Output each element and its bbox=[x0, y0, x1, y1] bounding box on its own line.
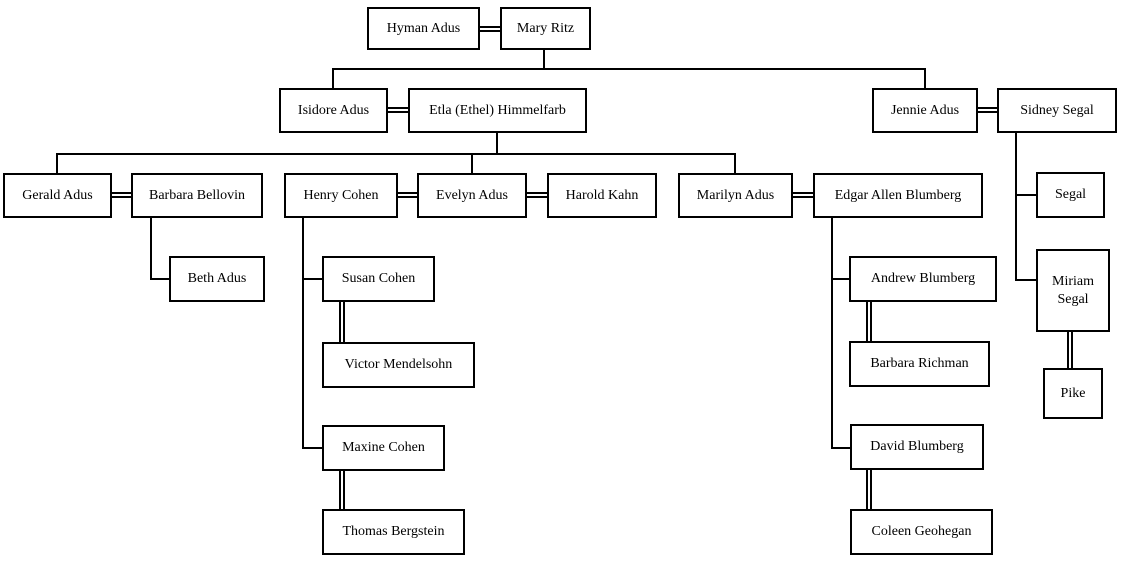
person-box-victor-mendelsohn: Victor Mendelsohn bbox=[322, 342, 475, 388]
marriage-link-david-blumberg-coleen-geohegan bbox=[866, 470, 872, 509]
person-name: Marilyn Adus bbox=[696, 187, 775, 203]
person-box-marilyn-adus: Marilyn Adus bbox=[678, 173, 793, 218]
person-name: Segal bbox=[1054, 187, 1087, 203]
person-box-thomas-bergstein: Thomas Bergstein bbox=[322, 509, 465, 555]
descent-line-drop-to-evelyn bbox=[471, 153, 473, 173]
person-name: Isidore Adus bbox=[297, 102, 370, 118]
person-name: Evelyn Adus bbox=[436, 187, 508, 203]
person-box-segal: Segal bbox=[1036, 172, 1105, 218]
descent-line-drop-to-marilyn bbox=[734, 153, 736, 173]
person-box-harold-kahn: Harold Kahn bbox=[547, 173, 657, 218]
person-box-beth-adus: Beth Adus bbox=[169, 256, 265, 302]
descent-line-stub-to-susan bbox=[302, 278, 322, 280]
person-name: Pike bbox=[1060, 385, 1086, 401]
person-name: Thomas Bergstein bbox=[342, 524, 445, 540]
person-box-edgar-blumberg: Edgar Allen Blumberg bbox=[813, 173, 983, 218]
person-box-coleen-geohegan: Coleen Geohegan bbox=[850, 509, 993, 555]
descent-line-henry-child-stem bbox=[302, 218, 304, 449]
person-name: Miriam Segal bbox=[1052, 274, 1094, 307]
person-box-hyman-adus: Hyman Adus bbox=[367, 7, 480, 50]
person-box-pike: Pike bbox=[1043, 368, 1103, 419]
marriage-link-jennie-adus-sidney-segal bbox=[978, 107, 997, 113]
person-name: Barbara Bellovin bbox=[148, 187, 246, 203]
descent-line-drop-to-gerald bbox=[56, 153, 58, 173]
descent-line-stub-to-miriam bbox=[1015, 279, 1036, 281]
descent-line-edgar-child-stem bbox=[831, 218, 833, 449]
person-name: Barbara Richman bbox=[870, 356, 969, 372]
person-name: Maxine Cohen bbox=[342, 440, 425, 456]
marriage-link-gerald-adus-barbara bbox=[112, 192, 131, 198]
descent-line-stub-to-david bbox=[831, 447, 850, 449]
person-box-sidney-segal: Sidney Segal bbox=[997, 88, 1117, 133]
person-name: Jennie Adus bbox=[890, 102, 960, 118]
person-name: Sidney Segal bbox=[1020, 102, 1094, 118]
person-name: Victor Mendelsohn bbox=[344, 357, 453, 373]
descent-line-stub-to-maxine bbox=[302, 447, 322, 449]
descent-line-drop-to-jennie bbox=[924, 68, 926, 88]
marriage-link-susan-cohen-victor-mendelsohn bbox=[339, 302, 345, 342]
marriage-link-isidore-adus-etla bbox=[388, 107, 408, 113]
person-name: Edgar Allen Blumberg bbox=[834, 187, 962, 203]
person-box-evelyn-adus: Evelyn Adus bbox=[417, 173, 527, 218]
person-name: Susan Cohen bbox=[341, 271, 416, 287]
person-box-henry-cohen: Henry Cohen bbox=[284, 173, 398, 218]
person-name: Andrew Blumberg bbox=[870, 271, 976, 287]
person-box-andrew-blumberg: Andrew Blumberg bbox=[849, 256, 997, 302]
descent-line-stub-to-beth bbox=[150, 278, 169, 280]
descent-line-gen3-sibling-bar bbox=[56, 153, 736, 155]
person-name: David Blumberg bbox=[870, 439, 964, 455]
person-box-gerald-adus: Gerald Adus bbox=[3, 173, 112, 218]
descent-line-stub-to-segal bbox=[1015, 194, 1036, 196]
person-box-barbara-bellovin: Barbara Bellovin bbox=[131, 173, 263, 218]
descent-line-sidney-child-stem bbox=[1015, 133, 1017, 281]
person-name: Mary Ritz bbox=[516, 20, 575, 36]
marriage-link-miriam-segal-pike bbox=[1067, 332, 1073, 368]
person-box-barbara-richman: Barbara Richman bbox=[849, 341, 990, 387]
descent-line-mary-drop bbox=[543, 50, 545, 69]
marriage-link-evelyn-adus-harold-kahn bbox=[527, 192, 547, 198]
person-name: Hyman Adus bbox=[386, 20, 461, 36]
person-name: Gerald Adus bbox=[22, 187, 93, 203]
person-box-isidore-adus: Isidore Adus bbox=[279, 88, 388, 133]
marriage-link-henry-cohen-evelyn-adus bbox=[398, 192, 417, 198]
descent-line-stub-to-andrew bbox=[831, 278, 849, 280]
person-box-miriam-segal: Miriam Segal bbox=[1036, 249, 1110, 332]
descent-line-gen2-sibling-bar bbox=[332, 68, 926, 70]
person-name: Beth Adus bbox=[187, 271, 247, 287]
person-box-mary-ritz: Mary Ritz bbox=[500, 7, 591, 50]
marriage-link-maxine-cohen-thomas-bergstein bbox=[339, 471, 345, 509]
person-box-david-blumberg: David Blumberg bbox=[850, 424, 984, 470]
person-name: Coleen Geohegan bbox=[871, 524, 972, 540]
person-box-maxine-cohen: Maxine Cohen bbox=[322, 425, 445, 471]
descent-line-barbara-child-stem bbox=[150, 218, 152, 280]
person-box-etla-himmelfarb: Etla (Ethel) Himmelfarb bbox=[408, 88, 587, 133]
marriage-link-hyman-adus-mary-ritz bbox=[480, 26, 500, 32]
marriage-link-andrew-blumberg-barbara-richman bbox=[866, 302, 872, 341]
person-name: Etla (Ethel) Himmelfarb bbox=[429, 102, 566, 118]
person-name: Henry Cohen bbox=[303, 187, 379, 203]
marriage-link-marilyn-adus-edgar bbox=[793, 192, 813, 198]
descent-line-etla-drop bbox=[496, 133, 498, 154]
person-box-susan-cohen: Susan Cohen bbox=[322, 256, 435, 302]
person-box-jennie-adus: Jennie Adus bbox=[872, 88, 978, 133]
person-name: Harold Kahn bbox=[565, 187, 639, 203]
descent-line-drop-to-isidore bbox=[332, 68, 334, 88]
